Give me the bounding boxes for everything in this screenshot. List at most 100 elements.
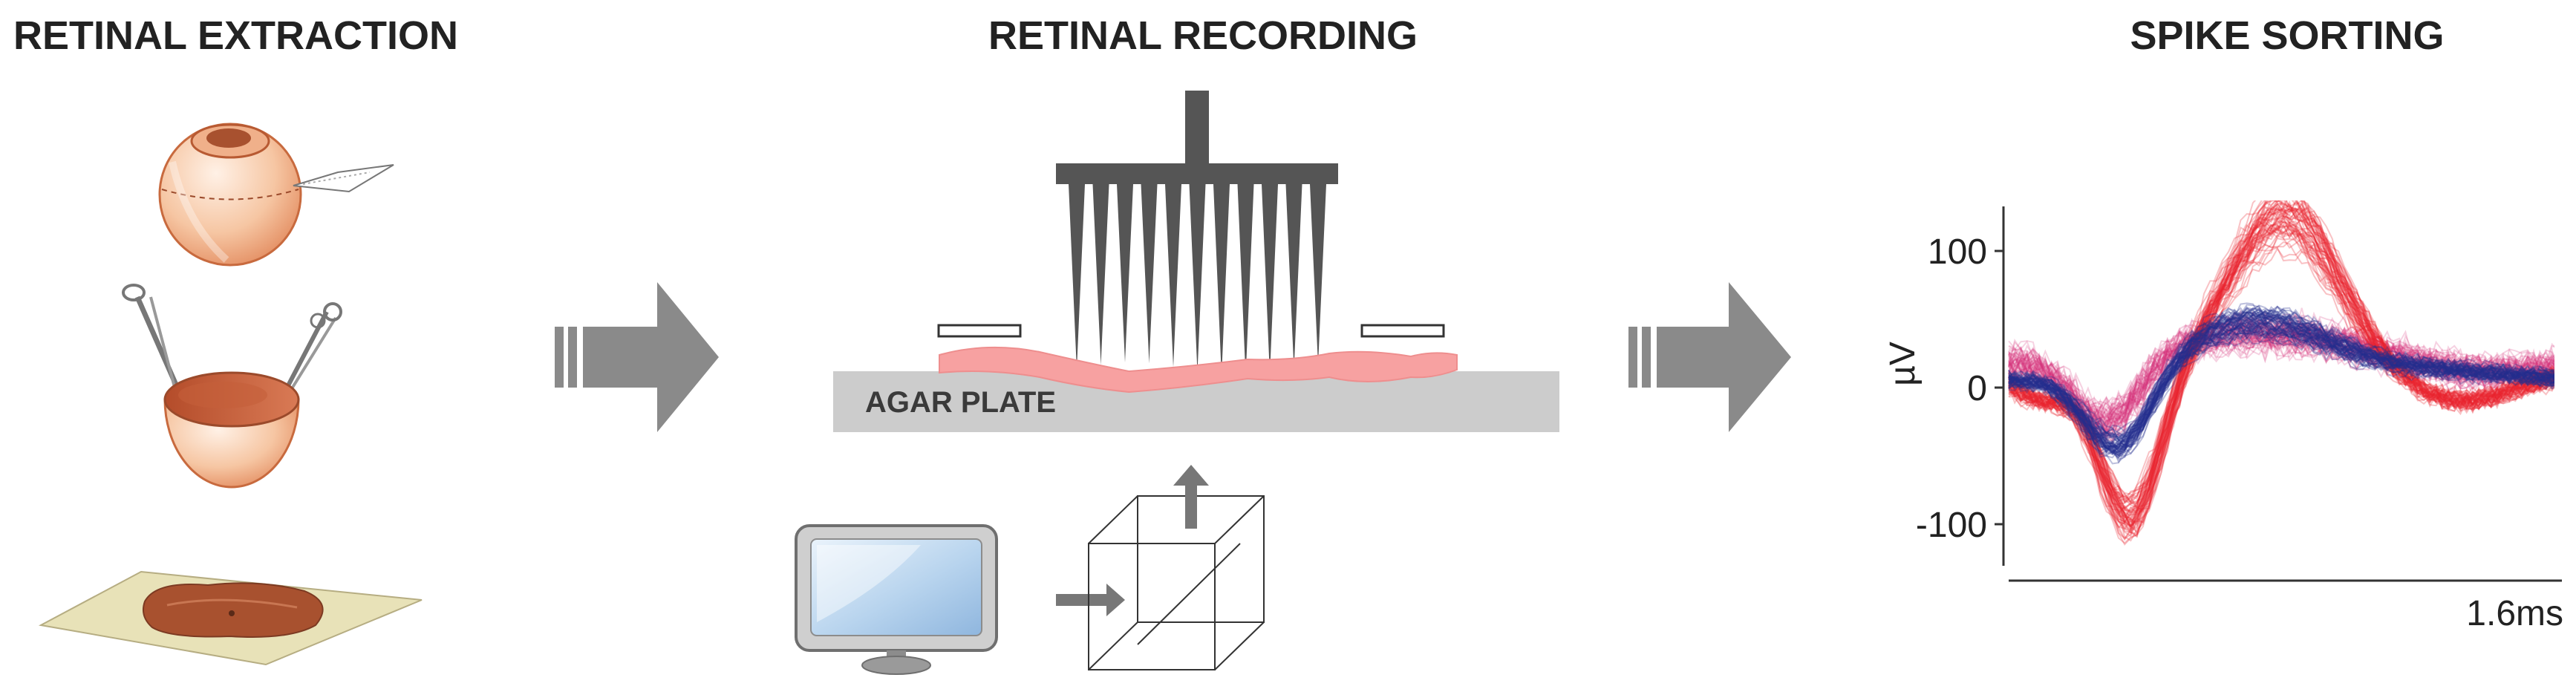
waveform-magenta [2008,314,2554,445]
waveform-magenta [2008,321,2554,445]
electrode-tip [1189,184,1206,373]
waveform-blue [2008,321,2554,453]
waveform-blue [2008,304,2554,458]
waveform-blue [2008,307,2554,453]
waveform-red [2008,223,2554,498]
waveform-magenta [2008,310,2554,440]
waveform-blue [2008,324,2554,449]
waveform-blue [2008,327,2554,439]
waveform-blue [2008,319,2554,454]
waveform-red [2008,226,2554,509]
reference-electrode-left [937,324,1022,338]
waveform-blue [2008,321,2554,448]
waveform-red [2008,241,2554,503]
waveform-magenta [2008,321,2554,417]
waveform-red [2008,236,2554,502]
waveform-magenta [2008,329,2554,434]
waveform-red [2008,215,2554,512]
electrode-tip [1092,184,1109,365]
waveform-red [2008,200,2554,538]
waveform-magenta [2008,319,2554,433]
electrode-tip [1262,184,1278,375]
waveform-blue [2008,330,2554,445]
waveform-magenta [2008,319,2554,435]
multi-electrode-array [1056,91,1338,377]
waveform-magenta [2008,311,2554,418]
waveform-magenta [2008,308,2554,425]
waveform-magenta [2008,319,2554,424]
waveform-red [2008,200,2554,528]
waveform-red [2008,200,2554,541]
y-axis-unit: µV [1883,342,1923,386]
waveform-magenta [2008,333,2554,431]
electrode-tip [1069,184,1085,370]
waveform-blue [2008,304,2554,451]
waveform-blue [2008,307,2554,451]
waveform-blue [2008,324,2554,441]
waveform-blue [2008,310,2554,455]
waveform-blue [2008,318,2554,456]
y-tick-label: -100 [1916,506,1987,545]
waveform-red [2008,218,2554,509]
waveform-magenta [2008,328,2554,438]
waveform-blue [2008,315,2554,449]
waveform-red [2008,211,2554,523]
waveform-magenta [2008,310,2554,441]
monitor-icon [795,524,998,675]
scalpel-icon [293,164,394,193]
waveform-blue [2008,321,2554,453]
waveform-red [2008,206,2554,521]
waveform-magenta [2008,320,2554,445]
waveform-blue [2008,330,2554,440]
waveform-blue [2008,309,2554,455]
waveform-red [2008,218,2554,519]
waveform-blue [2008,329,2554,443]
electrode-tip [1285,184,1302,370]
waveform-blue [2008,307,2554,460]
waveform-magenta [2008,321,2554,428]
heading-retinal-extraction: RETINAL EXTRACTION [13,13,458,58]
waveform-red [2008,223,2554,505]
retina-tissue [939,346,1458,394]
waveform-magenta [2008,313,2554,428]
agar-plate: AGAR PLATE [833,371,1559,432]
electrode-tips [1069,184,1326,377]
electrode-tip [1141,184,1158,364]
waveform-blue [2008,321,2554,455]
waveform-blue [2008,305,2554,448]
waveform-blue [2008,313,2554,449]
waveform-red [2008,208,2554,532]
waveform-blue [2008,319,2554,451]
waveform-magenta [2008,327,2554,422]
waveform-blue [2008,314,2554,448]
waveform-magenta [2008,317,2554,435]
waveform-magenta [2008,321,2554,412]
waveform-magenta [2008,318,2554,429]
waveform-red [2008,247,2554,503]
waveform-blue [2008,328,2554,435]
waveform-red [2008,200,2554,544]
waveform-red [2008,203,2554,538]
waveform-red [2008,200,2554,529]
waveform-magenta [2008,319,2554,420]
waveform-magenta [2008,316,2554,439]
waveform-magenta [2008,319,2554,424]
waveform-magenta [2008,321,2554,421]
waveform-blue [2008,325,2554,441]
waveform-blue [2008,305,2554,455]
waveform-red [2008,200,2554,541]
waveform-blue [2008,313,2554,448]
waveform-red [2008,213,2554,524]
waveform-red [2008,200,2554,527]
waveform-red [2008,221,2554,524]
agar-plate-label: AGAR PLATE [865,386,1056,419]
waveform-red [2008,221,2554,504]
waveform-magenta [2008,321,2554,422]
waveform-blue [2008,307,2554,463]
waveform-blue [2008,324,2554,444]
waveform-magenta [2008,314,2554,431]
waveform-blue [2008,307,2554,458]
waveform-blue [2008,302,2554,454]
